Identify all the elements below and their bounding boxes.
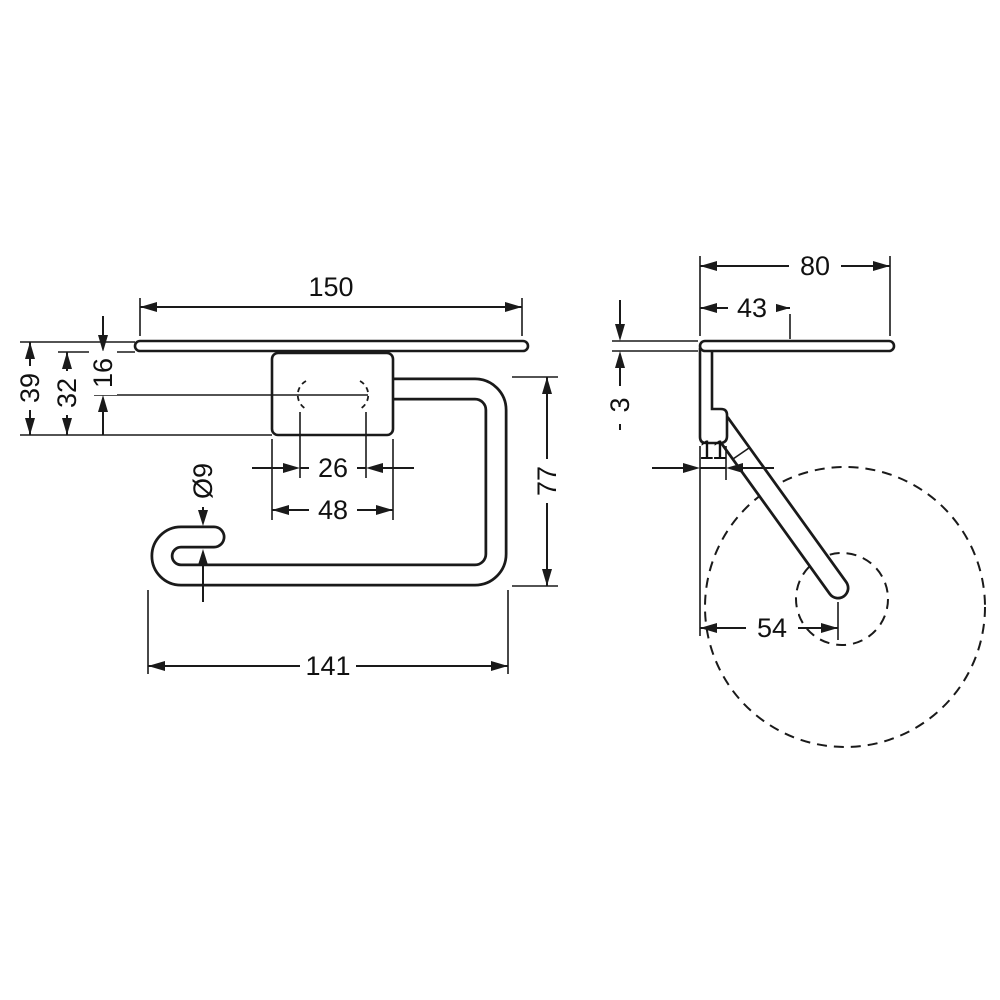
dimension-shelf-width: 150 <box>139 272 523 336</box>
dimension-total-depth: 80 <box>699 251 891 336</box>
paper-roll-outline <box>704 466 986 748</box>
paper-roll-core <box>795 552 889 646</box>
fixing-marks <box>296 380 370 410</box>
front-view: 150 39 32 <box>15 272 562 681</box>
dimension-holder-width: 141 <box>147 590 509 681</box>
dim-label-dia9: Ø9 <box>188 463 218 499</box>
dim-label-150: 150 <box>308 272 353 302</box>
dim-label-54: 54 <box>757 613 787 643</box>
dim-label-39: 39 <box>15 373 45 403</box>
dimension-shelf-depth: 43 <box>700 293 791 339</box>
dimension-plate-width: 48 <box>271 439 394 525</box>
arm-joint-line <box>732 447 750 460</box>
dimension-bar-diameter: Ø9 <box>188 455 218 602</box>
wall-bracket <box>698 347 729 445</box>
dim-label-16: 16 <box>88 358 118 388</box>
dim-label-77: 77 <box>532 466 562 496</box>
mounting-plate <box>270 351 395 437</box>
dim-label-80: 80 <box>800 251 830 281</box>
dimension-holder-height: 77 <box>512 376 562 587</box>
holder-arm <box>708 412 850 600</box>
dimension-hole-spacing: 26 <box>252 412 414 483</box>
dimension-roll-offset: 54 <box>700 602 839 643</box>
dimension-bracket-depth: 11 <box>652 435 774 636</box>
roll-holder-bar <box>150 377 508 587</box>
dim-label-3: 3 <box>605 397 635 412</box>
shelf-side <box>698 339 896 353</box>
dim-label-11: 11 <box>699 435 727 465</box>
shelf-front <box>133 339 530 353</box>
dimension-shelf-thickness: 3 <box>605 300 698 430</box>
dim-label-141: 141 <box>305 651 350 681</box>
dim-label-32: 32 <box>52 378 82 408</box>
dim-label-48: 48 <box>318 495 348 525</box>
dimension-total-height: 39 <box>15 341 272 436</box>
dimension-bar-offset: 16 <box>88 316 368 435</box>
side-view: 80 43 3 <box>605 251 986 748</box>
dim-label-43: 43 <box>737 293 767 323</box>
dim-label-26: 26 <box>318 453 348 483</box>
